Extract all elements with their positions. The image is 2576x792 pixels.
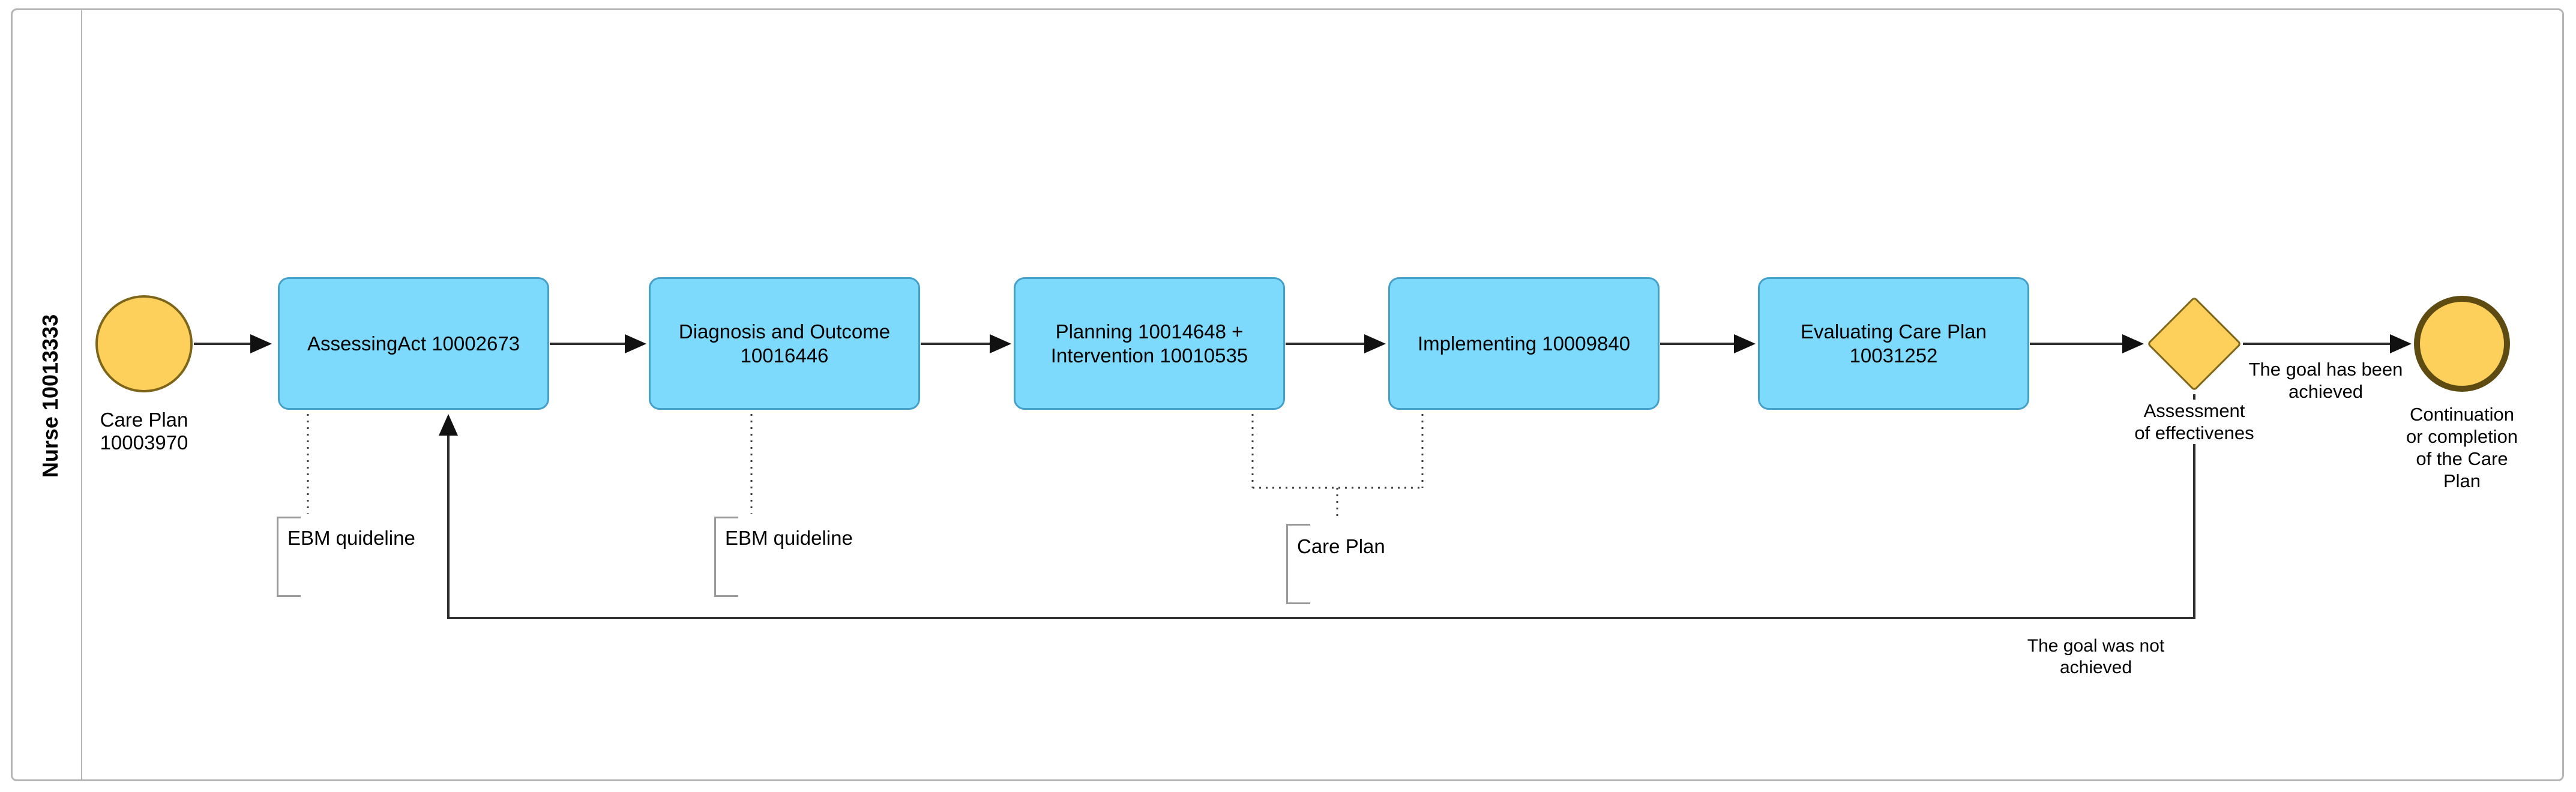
edge-label-goal-not-achieved: The goal was not achieved xyxy=(2027,636,2165,677)
annotation-text-ebm2: EBM quideline xyxy=(725,527,853,549)
task-evaluating-care-plan[interactable]: Evaluating Care Plan 10031252 xyxy=(1758,277,2029,410)
annotation-bracket-ebm1[interactable] xyxy=(277,517,301,597)
task-assessing-act[interactable]: AssessingAct 10002673 xyxy=(278,277,549,410)
gateway-label: Assessment of effectivenes xyxy=(2101,400,2288,444)
annotation-text-care-plan: Care Plan xyxy=(1297,535,1385,557)
task-implementing[interactable]: Implementing 10009840 xyxy=(1388,277,1660,410)
task-diagnosis-and-outcome[interactable]: Diagnosis and Outcome 10016446 xyxy=(649,277,920,410)
edge-label-goal-achieved: The goal has been achieved xyxy=(2248,359,2403,402)
annotation-text-ebm1: EBM quideline xyxy=(287,527,415,549)
lane-divider xyxy=(81,10,82,779)
annotation-bracket-ebm2[interactable] xyxy=(714,517,738,597)
sequence-flow-loop-not-achieved xyxy=(439,394,2195,619)
lane-label: Nurse 10013333 xyxy=(38,314,62,478)
end-event-circle[interactable] xyxy=(2414,296,2510,392)
annotation-bracket-care-plan[interactable] xyxy=(1286,524,1310,604)
start-event-circle[interactable] xyxy=(95,295,193,392)
start-event-label: Care Plan 10003970 xyxy=(100,409,188,454)
end-event-label: Continuation or completion of the Care P… xyxy=(2406,404,2518,491)
task-planning-intervention[interactable]: Planning 10014648 + Intervention 1001053… xyxy=(1014,277,1285,410)
